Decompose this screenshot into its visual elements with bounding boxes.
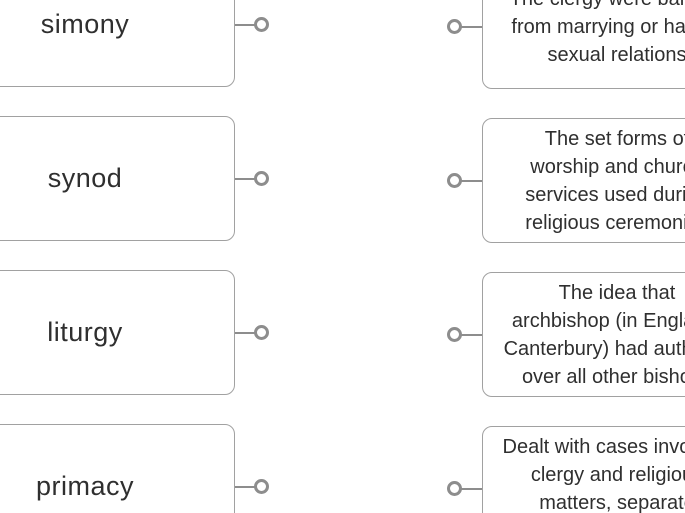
definition-text: Dealt with cases involving clergy and re…: [502, 435, 685, 513]
connector-line: [461, 179, 482, 182]
definition-text: The set forms of worship and church serv…: [525, 127, 685, 234]
definition-card[interactable]: The clergy were banned from marrying or …: [482, 0, 685, 89]
connection-node-icon[interactable]: [254, 17, 269, 32]
connection-node-icon[interactable]: [447, 173, 462, 188]
connector-line: [235, 331, 255, 334]
connection-node-icon[interactable]: [447, 19, 462, 34]
connection-node-icon[interactable]: [254, 171, 269, 186]
connection-node-icon[interactable]: [447, 481, 462, 496]
term-card[interactable]: primacy: [0, 424, 235, 513]
connection-node-icon[interactable]: [254, 325, 269, 340]
connector-line: [235, 485, 255, 488]
term-card[interactable]: simony: [0, 0, 235, 87]
definition-card[interactable]: The idea that archbishop (in England, Ca…: [482, 272, 685, 397]
connector-line: [461, 333, 482, 336]
definition-text: The clergy were banned from marrying or …: [510, 0, 685, 66]
term-label: simony: [40, 9, 130, 39]
term-card[interactable]: liturgy: [0, 270, 235, 395]
definition-card[interactable]: The set forms of worship and church serv…: [482, 118, 685, 243]
term-label: primacy: [35, 471, 134, 501]
connection-node-icon[interactable]: [447, 327, 462, 342]
term-card[interactable]: synod: [0, 116, 235, 241]
term-label: synod: [47, 163, 123, 193]
definition-text: The idea that archbishop (in England, Ca…: [503, 281, 685, 388]
connector-line: [235, 23, 255, 26]
connector-line: [461, 25, 482, 28]
definition-card[interactable]: Dealt with cases involving clergy and re…: [482, 426, 685, 513]
term-label: liturgy: [47, 317, 123, 347]
connector-line: [461, 487, 482, 490]
connection-node-icon[interactable]: [254, 479, 269, 494]
connector-line: [235, 177, 255, 180]
